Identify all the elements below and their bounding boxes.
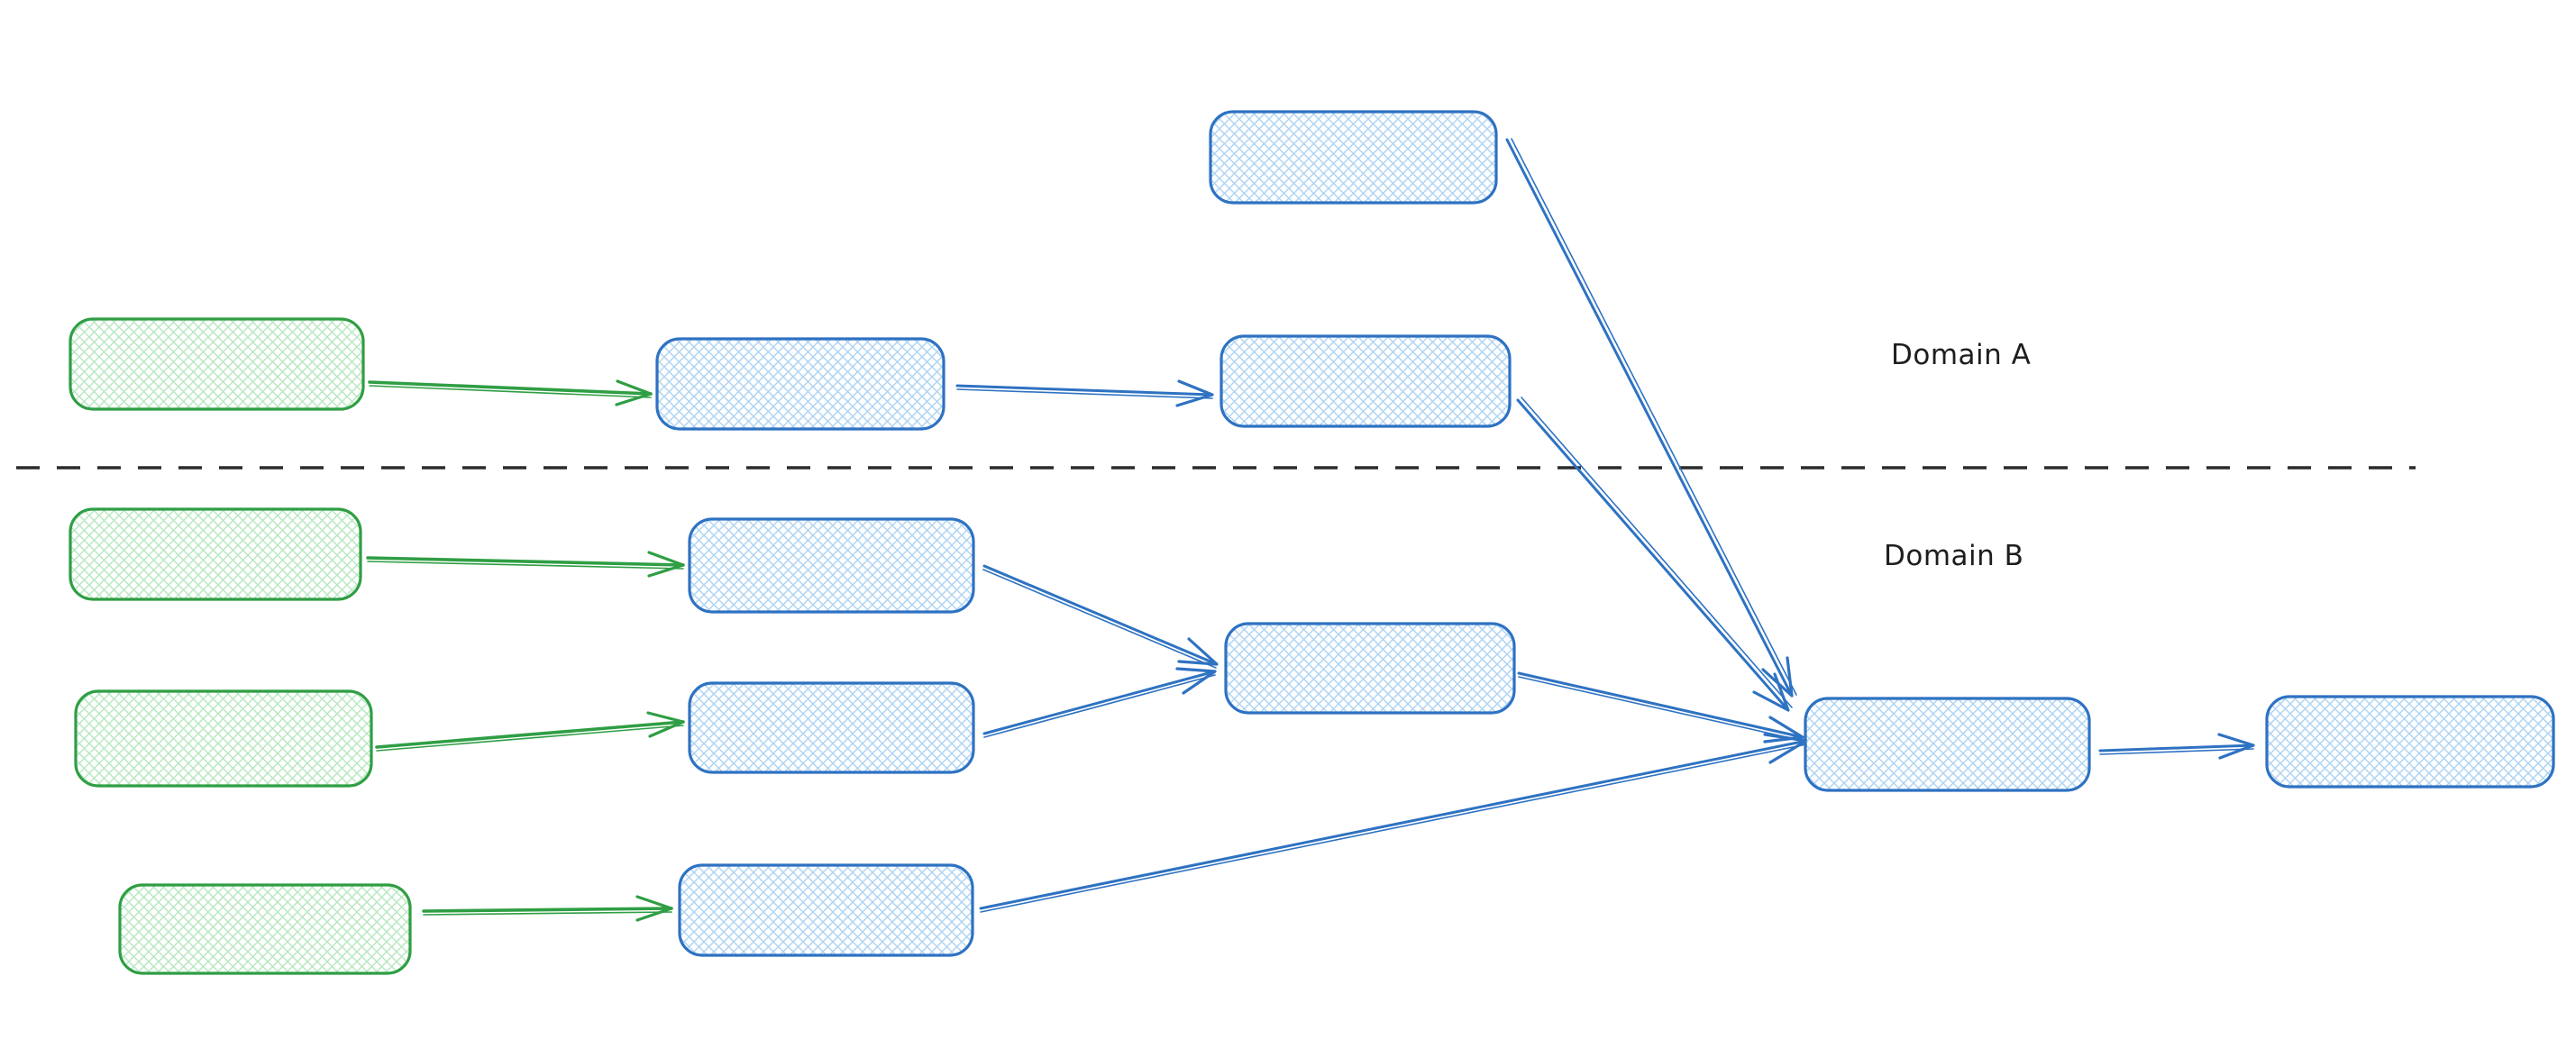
node-domain-b-step3[interactable] — [678, 863, 974, 957]
node-domain-a-step1[interactable] — [655, 337, 945, 431]
node-domain-a-top[interactable] — [1209, 110, 1498, 205]
node-domain-b-source2-green[interactable] — [74, 689, 373, 788]
arrow-a-step2-to-sink[interactable] — [1516, 397, 1793, 712]
domain-a-label[interactable]: Domain A — [1891, 339, 2031, 371]
node-domain-b-step2[interactable] — [688, 681, 975, 774]
node-domain-b-merge[interactable] — [1224, 622, 1516, 715]
arrow-a-top-to-sink[interactable] — [1505, 138, 1797, 698]
node-domain-a-source-green[interactable] — [69, 317, 365, 411]
node-domain-a-step2[interactable] — [1219, 334, 1512, 428]
arrow-b-step1-to-merge[interactable] — [982, 564, 1219, 669]
arrow-merge-to-sink[interactable] — [1517, 671, 1804, 743]
node-merge-sink[interactable] — [1804, 697, 2091, 792]
arrow-green-b3-to-step3[interactable] — [422, 895, 673, 922]
arrow-green-b2-to-step2[interactable] — [375, 711, 685, 752]
node-domain-b-source1-green[interactable] — [69, 507, 362, 601]
arrow-sink-to-final[interactable] — [2098, 733, 2255, 760]
arrow-green-b1-to-step1[interactable] — [366, 551, 685, 578]
arrow-b-step3-to-sink[interactable] — [979, 733, 1808, 913]
domain-b-label[interactable]: Domain B — [1884, 540, 2023, 572]
arrow-a-step1-to-step2[interactable] — [955, 379, 1214, 407]
node-final-output[interactable] — [2265, 695, 2555, 789]
node-domain-b-source3-green[interactable] — [118, 883, 412, 975]
arrow-green-a-to-step1[interactable] — [368, 379, 653, 406]
node-domain-b-step1[interactable] — [688, 517, 975, 614]
arrow-b-step2-to-merge[interactable] — [982, 667, 1217, 738]
